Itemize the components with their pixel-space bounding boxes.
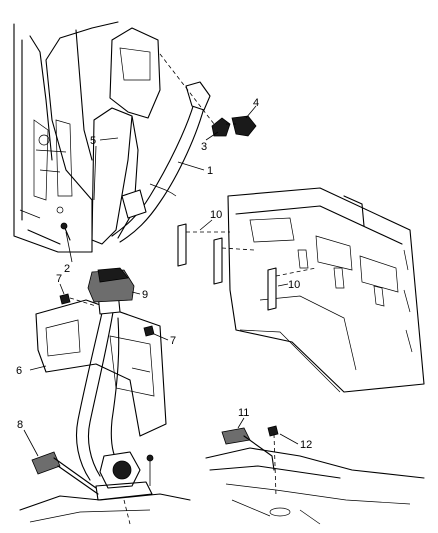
callout-7-lower: 7 — [170, 335, 176, 347]
callout-12: 12 — [300, 439, 312, 451]
floor-section-lower-left — [19, 493, 191, 523]
b-pillar-trim — [91, 27, 161, 245]
bolts-7 — [59, 293, 155, 337]
rear-buckles-10 — [177, 223, 317, 311]
callout-4: 4 — [253, 97, 259, 109]
callout-5: 5 — [90, 135, 96, 147]
floor-anchor-detail — [205, 425, 425, 525]
cover-9 — [87, 267, 135, 303]
callout-9: 9 — [142, 289, 148, 301]
callout-6: 6 — [16, 365, 22, 377]
leader-lines — [23, 105, 299, 457]
callout-8: 8 — [17, 419, 23, 431]
pillar-bolt-2 — [60, 222, 71, 241]
body-side-panel — [13, 21, 119, 253]
lower-door-trim-panel — [35, 299, 167, 437]
callout-10-upper: 10 — [210, 209, 222, 221]
callout-7-upper: 7 — [56, 273, 62, 285]
lower-seat-belt-webbing — [75, 291, 121, 481]
retractor-assembly — [95, 451, 154, 525]
callout-3: 3 — [201, 141, 207, 153]
callout-10-lower: 10 — [288, 279, 300, 291]
parts-3-4-anchor — [159, 53, 257, 137]
rear-seat-back — [227, 187, 425, 393]
callout-11: 11 — [238, 407, 249, 419]
callout-2: 2 — [64, 263, 70, 275]
upper-seat-belt-webbing — [111, 81, 211, 243]
buckle-8 — [31, 451, 99, 495]
callout-1: 1 — [207, 165, 213, 177]
